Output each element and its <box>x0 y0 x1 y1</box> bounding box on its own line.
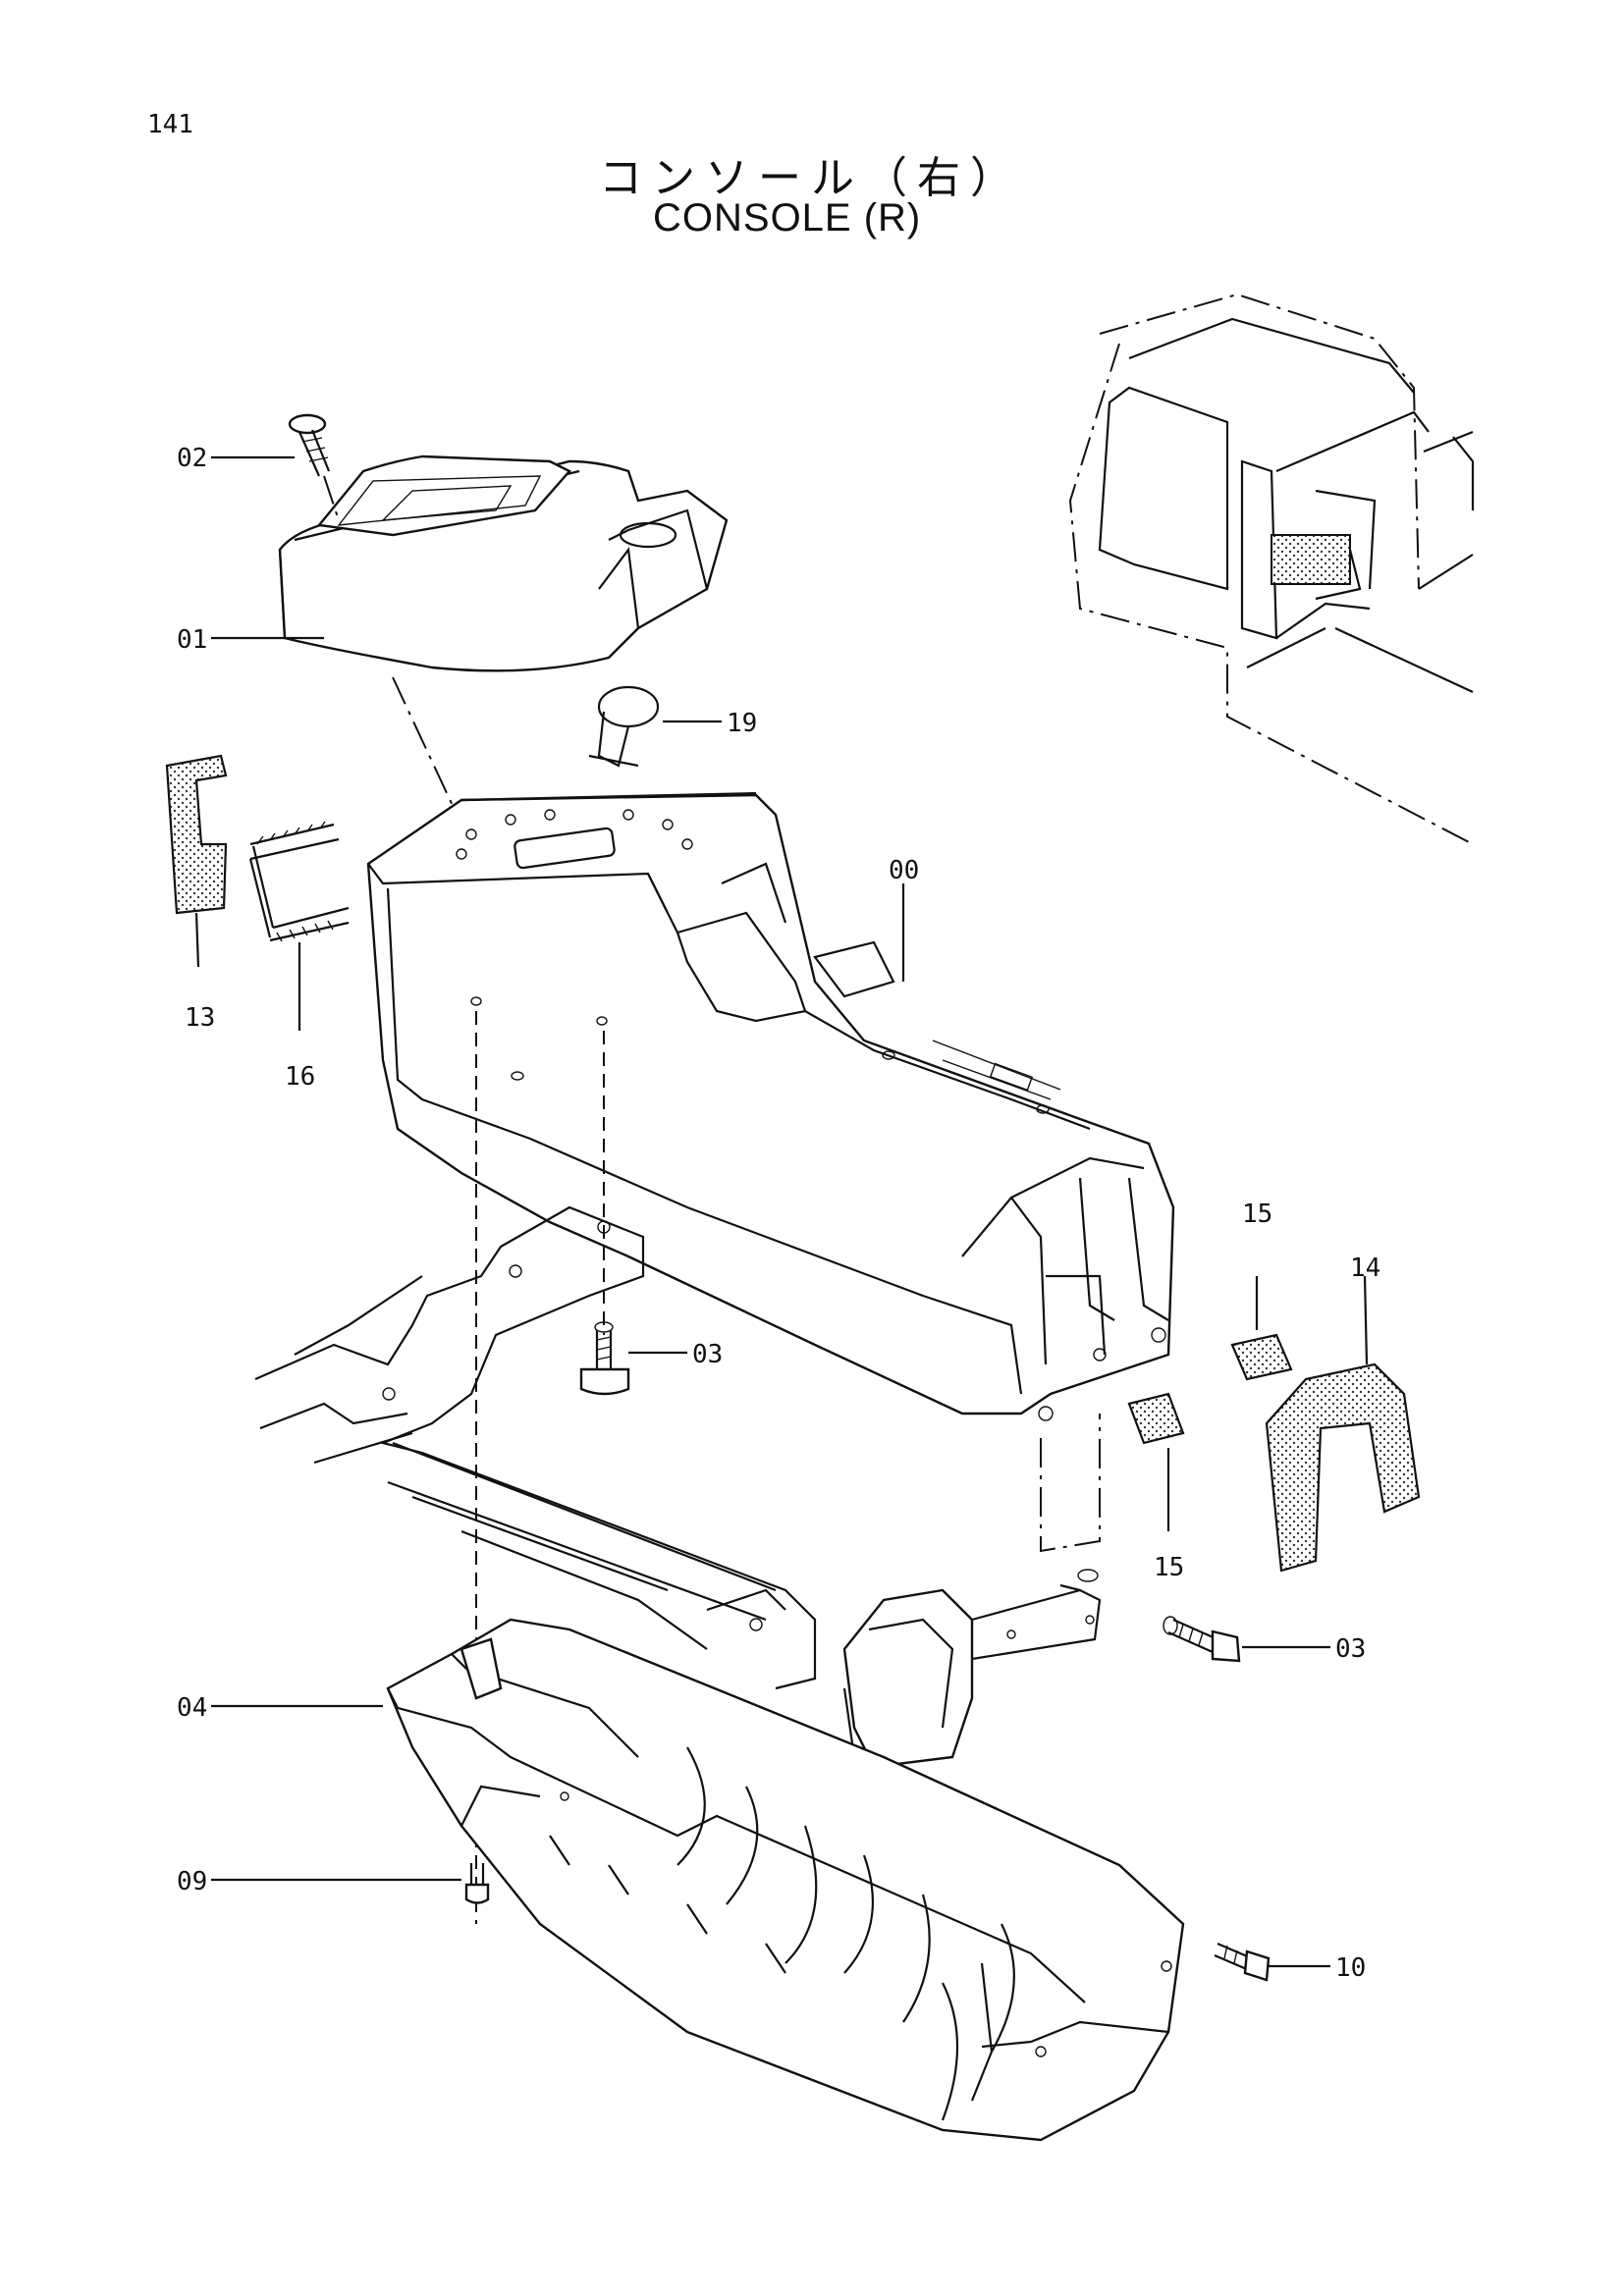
page-number: 141 <box>147 110 193 139</box>
part-03-bolt-upper <box>579 1321 630 1396</box>
part-16-gasket <box>248 821 350 1031</box>
callout-14: 14 <box>1350 1254 1380 1283</box>
part-13-seal <box>165 754 228 968</box>
callout-leaders <box>211 455 1330 1968</box>
mounting-frame <box>254 1205 817 1690</box>
part-10-screw <box>1214 1942 1271 1982</box>
cab-location-inset <box>1068 293 1475 845</box>
callout-10: 10 <box>1335 1953 1366 1983</box>
part-03-bolt-lower <box>1163 1616 1241 1663</box>
callout-15-upper: 15 <box>1242 1200 1272 1229</box>
part-04-lower-tray <box>386 1618 1185 2142</box>
mounting-bracket <box>842 1569 1102 1769</box>
part-01-upper-cover <box>278 454 729 672</box>
callout-03-upper: 03 <box>692 1340 723 1369</box>
callout-09: 09 <box>177 1867 207 1896</box>
callout-16: 16 <box>285 1062 315 1092</box>
part-00-console-body <box>366 791 1175 1421</box>
part-09-screw <box>464 1863 490 1904</box>
part-19-clamp <box>392 676 660 826</box>
callout-19: 19 <box>727 709 757 738</box>
callout-00: 00 <box>889 856 919 885</box>
callout-02: 02 <box>177 444 207 473</box>
callout-04: 04 <box>177 1693 207 1723</box>
callout-01: 01 <box>177 625 207 655</box>
part-15-pads <box>1127 1276 1293 1531</box>
callout-03-lower: 03 <box>1335 1634 1366 1664</box>
page-title-english: CONSOLE (R) <box>653 196 922 240</box>
callout-13: 13 <box>185 1003 215 1033</box>
part-14-u-seal <box>1265 1275 1421 1573</box>
callout-15-lower: 15 <box>1154 1553 1184 1582</box>
page-title-japanese: コンソール（右） <box>599 153 1023 203</box>
part-02-screw <box>288 413 340 521</box>
